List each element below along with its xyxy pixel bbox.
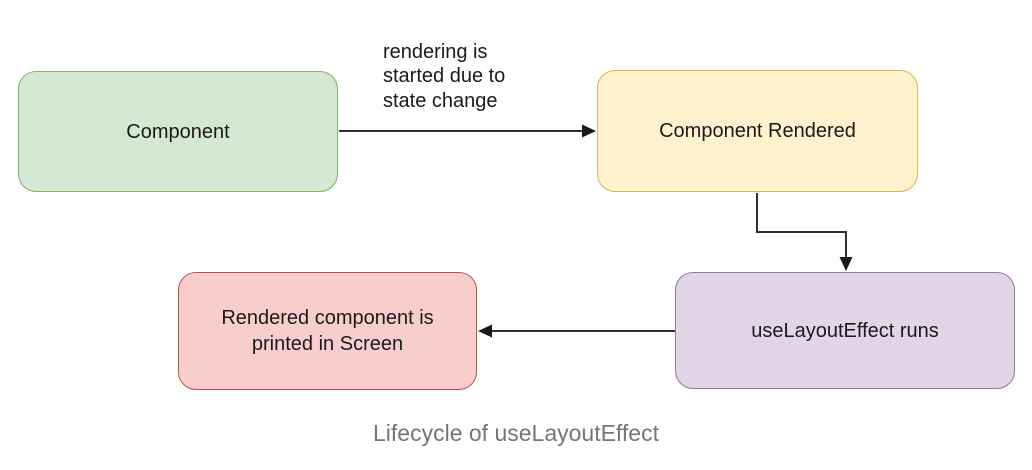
arrow-rendered-to-layouteffect xyxy=(756,193,853,271)
node-component-rendered: Component Rendered xyxy=(597,70,918,192)
arrow-layouteffect-to-printed xyxy=(478,324,677,338)
diagram-caption: Lifecycle of useLayoutEffect xyxy=(373,420,659,446)
node-uselayouteffect-runs-label: useLayoutEffect runs xyxy=(751,319,939,342)
node-rendered-printed: Rendered component is printed in Screen xyxy=(178,272,477,390)
arrow-component-to-rendered xyxy=(339,124,596,138)
node-uselayouteffect-runs: useLayoutEffect runs xyxy=(675,272,1015,389)
node-rendered-printed-label: Rendered component is printed in Screen xyxy=(221,307,434,355)
edge-label-rendering-started: rendering is started due to state change xyxy=(383,41,506,112)
node-component: Component xyxy=(18,71,338,192)
node-component-label: Component xyxy=(126,120,230,143)
node-component-rendered-label: Component Rendered xyxy=(659,120,856,142)
